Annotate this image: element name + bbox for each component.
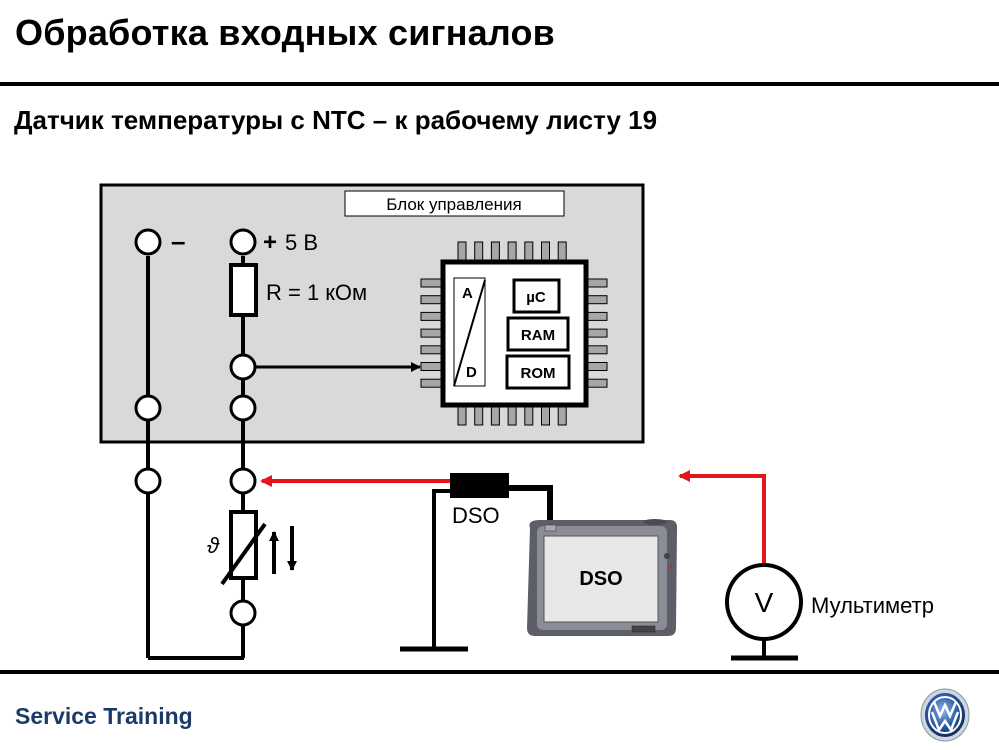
chip-pin — [490, 241, 500, 263]
chip-pin — [541, 404, 550, 426]
dso-device — [527, 519, 678, 636]
chip-pin — [420, 295, 444, 305]
chip-pin — [474, 241, 484, 263]
page-subtitle: Датчик температуры с NTC – к рабочему ли… — [14, 105, 658, 135]
terminal-signal — [229, 353, 257, 381]
multimeter-lead — [678, 470, 766, 565]
chip-pin — [585, 362, 608, 371]
multimeter-v-label: V — [755, 587, 774, 618]
sensor-terminal — [229, 599, 257, 627]
uc-block — [512, 278, 561, 314]
terminal-cu-ground — [134, 394, 162, 422]
rom-block — [505, 354, 571, 390]
chip-pin — [585, 378, 608, 388]
resistor-label: R = 1 кОм — [266, 280, 367, 305]
chip-pin — [585, 328, 608, 338]
chip-pin — [507, 241, 517, 263]
chip-pin — [557, 404, 567, 426]
chip-pin — [474, 404, 484, 426]
chip-pin — [585, 345, 608, 355]
header-divider — [0, 82, 999, 86]
adc-diagonal — [453, 279, 486, 387]
chip-pin — [524, 241, 534, 263]
chip-pin — [585, 311, 608, 321]
terminal-cu-signal — [229, 394, 257, 422]
connector-signal — [229, 467, 257, 495]
chip-pin — [557, 241, 567, 263]
chip-pin — [585, 295, 608, 305]
chip-pin — [490, 404, 500, 426]
chip-pin — [420, 362, 444, 371]
ram-block — [506, 316, 570, 352]
minus-label: – — [171, 226, 185, 256]
dso-probe — [450, 473, 509, 498]
chip-pins — [420, 241, 608, 426]
chip-pin — [457, 404, 467, 426]
chip-pin — [420, 345, 444, 355]
vw-logo — [920, 688, 970, 742]
resistor — [229, 263, 258, 317]
chip-pin — [507, 404, 517, 426]
chip-pin — [585, 278, 608, 288]
probe-label: DSO — [452, 503, 500, 528]
chip-pin — [420, 378, 444, 388]
ram-label: RAM — [521, 327, 555, 344]
dso-probe-cable — [509, 485, 553, 528]
ntc-slash — [220, 522, 267, 586]
rom-label: ROM — [521, 365, 556, 382]
chip-pin — [457, 241, 467, 263]
voltage-label: 5 В — [285, 230, 318, 255]
chip-pin — [420, 328, 444, 338]
uc-label: µC — [526, 289, 546, 306]
chip-pin — [524, 404, 534, 426]
dso-screen — [543, 535, 659, 623]
footer-brand: Service Training — [15, 703, 193, 729]
connector-ground — [134, 467, 162, 495]
chip-pin — [420, 278, 444, 288]
terminal-plus — [229, 228, 257, 256]
page-title: Обработка входных сигналов — [15, 12, 556, 53]
plus-label: + — [263, 229, 277, 256]
dso-ground-lead — [432, 489, 450, 648]
control-unit-label-box — [344, 190, 565, 217]
theta-symbol: ϑ — [207, 533, 220, 558]
terminal-minus — [134, 228, 162, 256]
footer-divider — [0, 670, 999, 674]
adc-label-d: D — [466, 364, 477, 381]
dso-device-label: DSO — [579, 568, 622, 590]
control-unit-label: Блок управления — [386, 195, 521, 214]
chip-pin — [541, 241, 550, 263]
multimeter-label: Мультиметр — [811, 593, 934, 618]
adc-label-a: A — [462, 285, 473, 302]
chip-pin — [420, 311, 444, 321]
